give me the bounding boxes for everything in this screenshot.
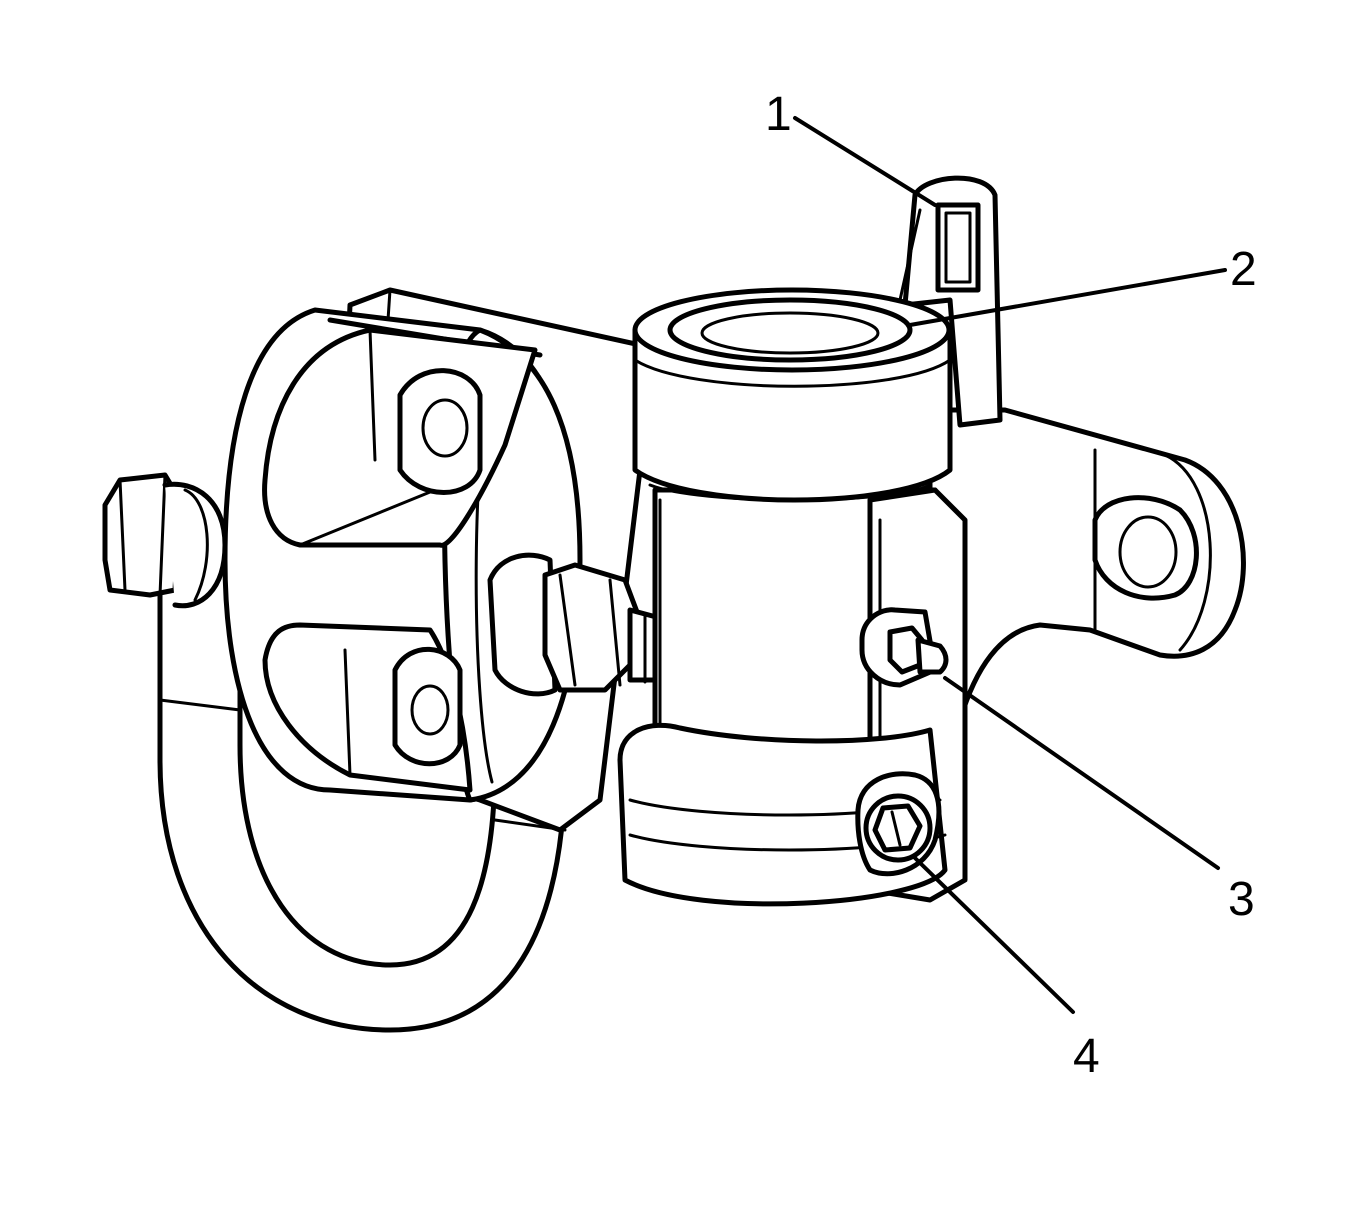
u-strap — [157, 582, 568, 1033]
leader-line-3 — [943, 676, 1220, 870]
vertical-tab — [898, 175, 1003, 428]
leader-line-2 — [908, 268, 1227, 327]
center-hex-nut — [487, 552, 669, 697]
upper-collar — [632, 287, 953, 503]
leader-line-4 — [913, 856, 1075, 1014]
leader-line-1 — [793, 116, 937, 207]
callout-1: 1 — [765, 88, 792, 141]
callout-4: 4 — [1073, 1030, 1100, 1083]
right-mounting-ear — [927, 407, 1246, 723]
hex-bolt — [855, 771, 942, 877]
callout-3: 3 — [1228, 873, 1255, 926]
grease-fitting — [859, 607, 949, 688]
callout-2: 2 — [1230, 243, 1257, 296]
left-hex-nut — [102, 472, 228, 609]
leader-lines — [793, 116, 1227, 1014]
